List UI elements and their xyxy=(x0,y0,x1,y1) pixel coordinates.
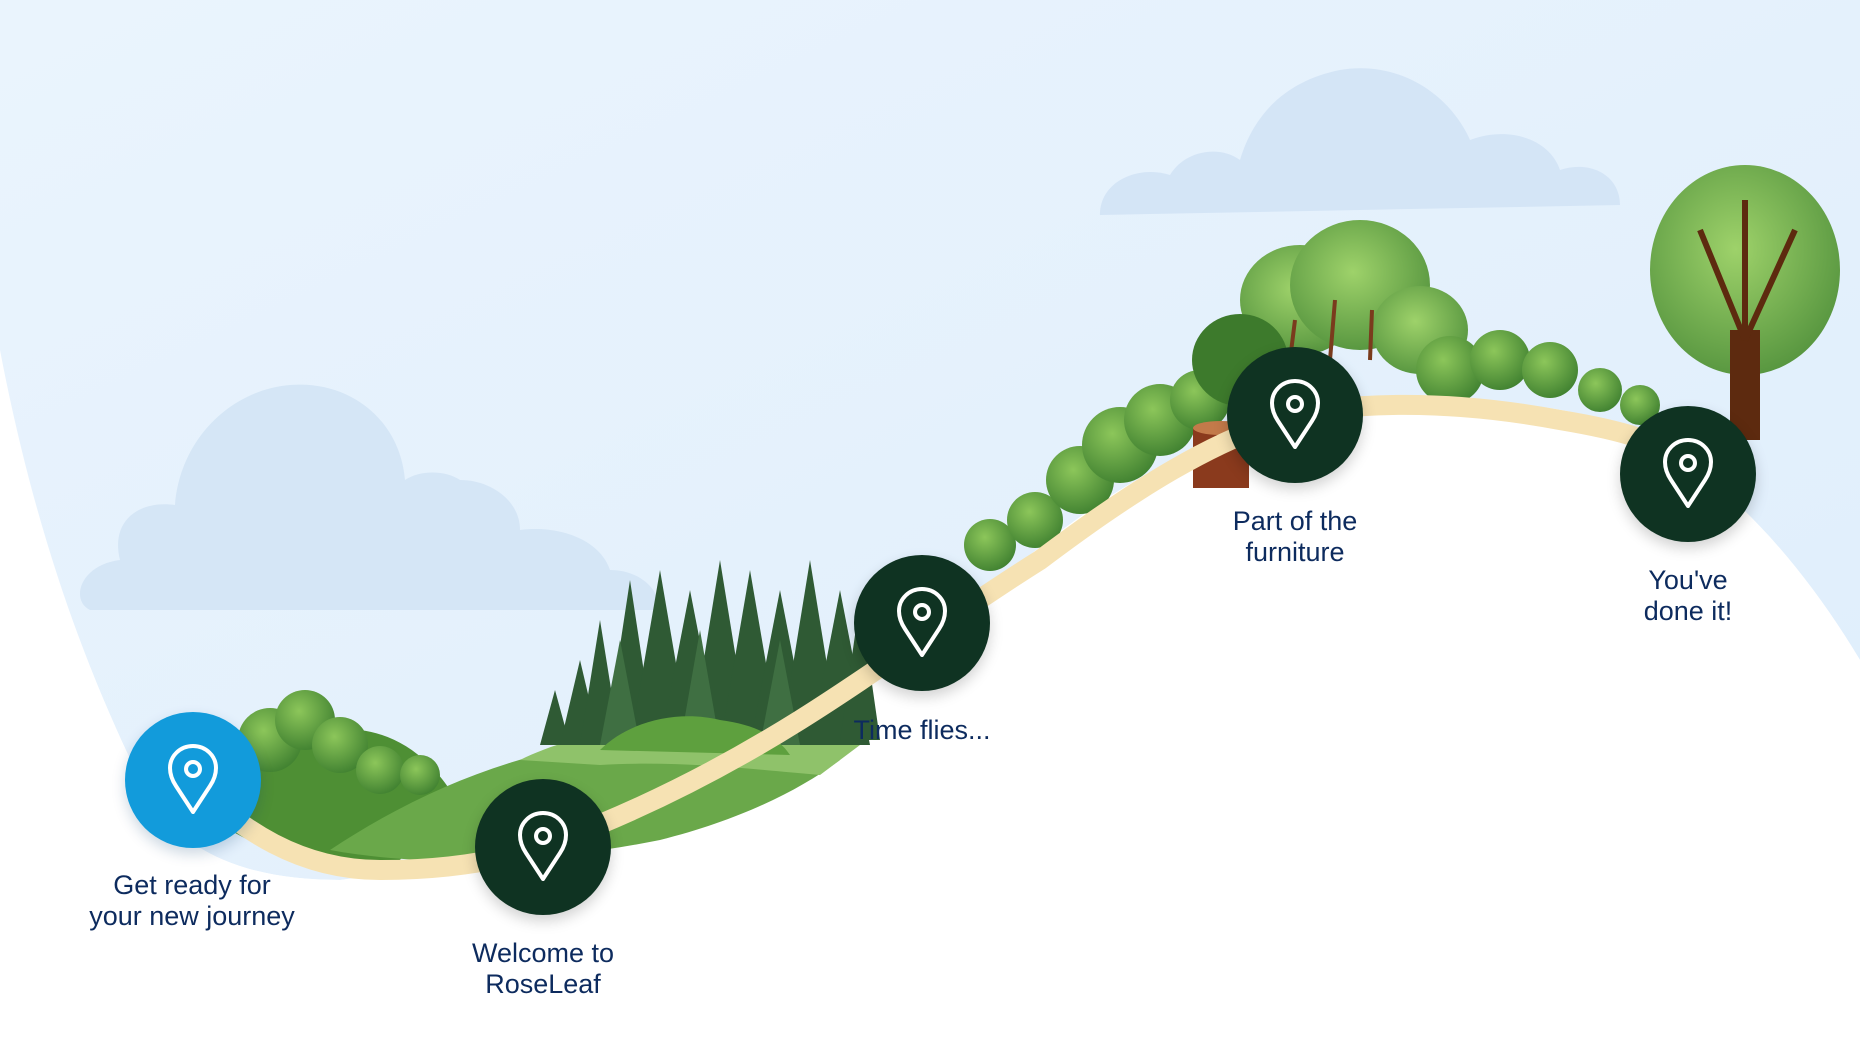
cloud-left xyxy=(80,384,660,610)
milestone-marker-1[interactable] xyxy=(125,712,261,848)
map-pin-icon xyxy=(168,744,218,814)
milestone-label-4: Part of the furniture xyxy=(1232,506,1358,567)
white-hill xyxy=(0,360,1860,1050)
map-pin-icon xyxy=(897,587,947,657)
tree-cluster xyxy=(1192,220,1468,406)
big-tree xyxy=(1650,165,1840,440)
bush-right xyxy=(1416,330,1660,425)
sky xyxy=(0,0,1860,880)
map-pin-icon xyxy=(1270,379,1320,449)
milestone-label-2: Welcome to RoseLeaf xyxy=(471,938,615,999)
milestone-marker-4[interactable] xyxy=(1227,347,1363,483)
bush-left xyxy=(238,690,440,795)
milestone-label-3: Time flies... xyxy=(853,715,991,745)
cloud-right xyxy=(1100,68,1620,215)
milestone-label-5: You've done it! xyxy=(1643,565,1733,626)
milestone-marker-2[interactable] xyxy=(475,779,611,915)
bush-middle xyxy=(964,370,1230,571)
map-pin-icon xyxy=(1663,438,1713,508)
map-pin-icon xyxy=(518,811,568,881)
milestone-label-1: Get ready for your new journey xyxy=(89,870,295,931)
milestone-marker-3[interactable] xyxy=(854,555,990,691)
milestone-marker-5[interactable] xyxy=(1620,406,1756,542)
